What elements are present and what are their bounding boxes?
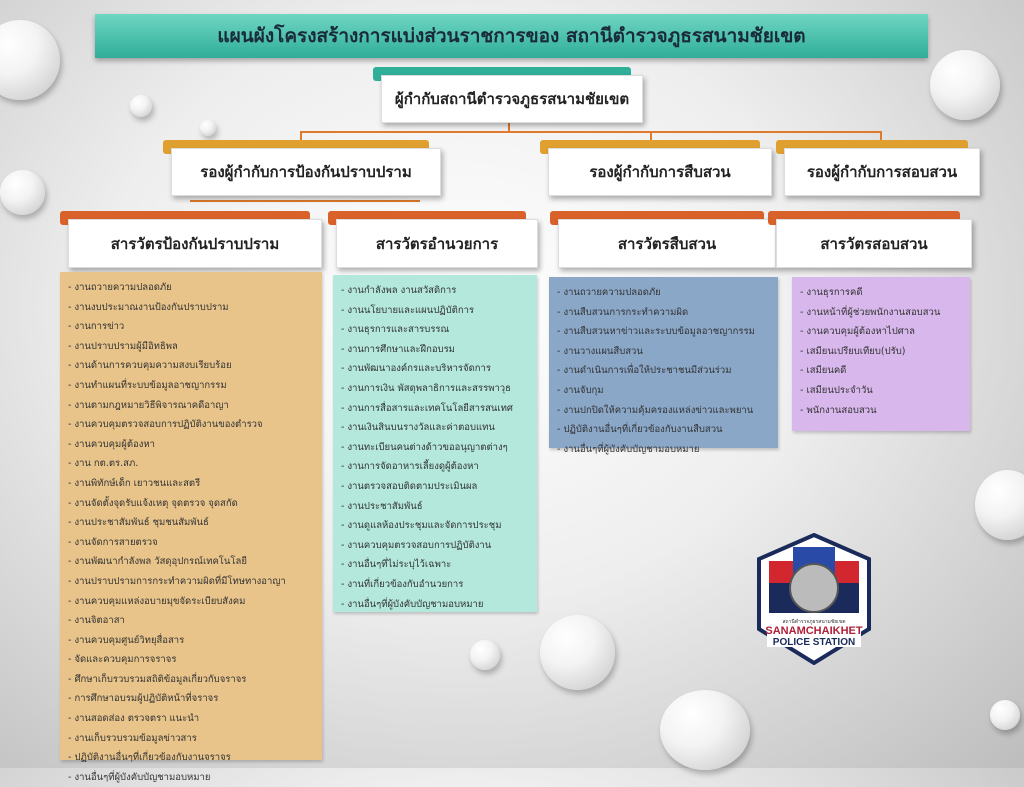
connector — [190, 200, 420, 202]
duty-item: - งานสืบสวนการกระทำความผิด — [557, 306, 689, 318]
inspector-node: สารวัตรอำนวยการ — [328, 211, 538, 268]
duty-item: - งานจัดตั้งจุดรับแจ้งเหตุ จุดตรวจ จุดสก… — [68, 497, 238, 509]
duty-item: - งานด้านการควบคุมความสงบเรียบร้อย — [68, 360, 232, 372]
duty-list-investigation: - งานถวายความปลอดภัย - งานสืบสวนการกระทำค… — [549, 277, 778, 455]
police-station-logo: สถานีตำรวจภูธรสนามชัยเขต SANAMCHAIKHET P… — [757, 533, 871, 665]
duty-item: - งานการเงิน พัสดุพลาธิการและสรรพาวุธ — [341, 382, 511, 394]
connector — [508, 122, 510, 132]
duty-item: - งานควบคุมผู้ต้องหา — [68, 438, 155, 450]
duty-item: - งานปราบปรามผู้มีอิทธิพล — [68, 340, 178, 352]
svg-text:SANAMCHAIKHET: SANAMCHAIKHET — [765, 625, 862, 637]
svg-text:สถานีตำรวจภูธรสนามชัยเขต: สถานีตำรวจภูธรสนามชัยเขต — [782, 618, 845, 625]
duty-item: - งานธุรการคดี — [800, 287, 863, 298]
duty-item: - งานอื่นๆที่ผู้บังคับบัญชามอบหมาย — [557, 443, 700, 455]
duty-item: - งานการข่าว — [68, 321, 125, 333]
duty-item: - งานควบคุมแหล่งอบายมุขจัดระเบียบสังคม — [68, 595, 246, 607]
duty-item: - งานวางแผนสืบสวน — [557, 345, 643, 357]
duty-item: - งานตามกฎหมายวิธีพิจารณาคดีอาญา — [68, 399, 229, 411]
duty-item: - จัดและควบคุมการจราจร — [68, 654, 177, 666]
connector — [300, 131, 302, 141]
duty-item: - งานปราบปรามการกระทำความผิดที่มีโทษทางอ… — [68, 575, 286, 587]
duty-item: - งานจิตอาสา — [68, 615, 125, 627]
duty-item: - งานเงินสินบนรางวัลและค่าตอบแทน — [341, 422, 495, 434]
duty-item: - งาน กต.ตร.สภ. — [68, 458, 139, 470]
chief-node: ผู้กำกับสถานีตำรวจภูธรสนามชัยเขต — [373, 67, 643, 123]
duty-item: - งานควบคุมตรวจสอบการปฏิบัติงานของตำรวจ — [68, 419, 263, 431]
duty-item: - งานควบคุมผู้ต้องหาไปศาล — [800, 326, 915, 338]
duty-item: - งานดำเนินการเพื่อให้ประชาชนมีส่วนร่วม — [557, 365, 732, 377]
deputy-node: รองผู้กำกับการป้องกันปราบปราม — [163, 140, 441, 196]
deputy-node: รองผู้กำกับการสืบสวน — [540, 140, 772, 196]
duty-item: - งานธุรการและสารบรรณ — [341, 324, 450, 336]
duty-item: - งานทำแผนที่ระบบข้อมูลอาชญากรรม — [68, 379, 227, 391]
connector — [880, 131, 882, 141]
duty-item: - งานควบคุมศูนย์วิทยุสื่อสาร — [68, 634, 185, 646]
deputy-node: รองผู้กำกับการสอบสวน — [776, 140, 980, 196]
duty-item: - งานการสื่อสารและเทคโนโลยีสารสนเทศ — [341, 402, 513, 414]
duty-item: - งานควบคุมตรวจสอบการปฏิบัติงาน — [341, 539, 492, 551]
duty-item: - งานอื่นๆที่ไม่ระบุไว้เฉพาะ — [341, 559, 452, 571]
duty-item: - งานอื่นๆที่ผู้บังคับบัญชามอบหมาย — [341, 598, 484, 610]
duty-item: - งานถวายความปลอดภัย — [68, 282, 172, 293]
duty-item: - งานหน้าที่ผู้ช่วยพนักงานสอบสวน — [800, 306, 941, 318]
duty-item: - งานถวายความปลอดภัย — [557, 287, 661, 298]
duty-item: - เสมียนประจำวัน — [800, 384, 873, 396]
page-title: แผนผังโครงสร้างการแบ่งส่วนราชการของ สถาน… — [95, 14, 928, 58]
svg-text:POLICE STATION: POLICE STATION — [773, 637, 855, 648]
duty-item: - งานทะเบียนคนต่างด้าวขออนุญาตต่างๆ — [341, 441, 508, 453]
duty-item: - การศึกษาอบรมผู้ปฏิบัติหน้าที่จราจร — [68, 693, 219, 705]
duty-item: - งานการจัดอาหารเลี้ยงดูผู้ต้องหา — [341, 461, 479, 473]
connector — [300, 131, 880, 133]
duty-item: - งานเก็บรวบรวมข้อมูลข่าวสาร — [68, 732, 197, 744]
duty-item: - ปฏิบัติงานอื่นๆที่เกี่ยวข้องกับงานจราจ… — [68, 752, 231, 764]
duty-list-admin: - งานกำลังพล งานสวัสดิการ - งานนโยบายและแ… — [333, 275, 537, 612]
duty-item: - งานที่เกี่ยวข้องกับอำนวยการ — [341, 578, 464, 590]
duty-item: - งานพัฒนาองค์กรและบริหารจัดการ — [341, 363, 491, 375]
inspector-node: สารวัตรสอบสวน — [768, 211, 972, 268]
duty-item: - งานกำลังพล งานสวัสดิการ — [341, 285, 457, 296]
duty-item: - งานประชาสัมพันธ์ ชุมชนสัมพันธ์ — [68, 517, 209, 529]
duty-item: - งานอื่นๆที่ผู้บังคับบัญชามอบหมาย — [68, 771, 211, 783]
duty-item: - เสมียนเปรียบเทียบ(ปรับ) — [800, 345, 906, 357]
duty-list-inquiry: - งานธุรการคดี - งานหน้าที่ผู้ช่วยพนักงาน… — [792, 277, 970, 431]
duty-item: - ปฏิบัติงานอื่นๆที่เกี่ยวข้องกับงานสืบส… — [557, 424, 723, 436]
duty-item: - งานงบประมาณงานป้องกันปราบปราม — [68, 301, 229, 313]
duty-item: - พนักงานสอบสวน — [800, 404, 877, 416]
duty-item: - งานพัฒนากำลังพล วัสดุอุปกรณ์เทคโนโลยี — [68, 556, 247, 568]
duty-item: - งานสืบสวนหาข่าวและระบบข้อมูลอาชญากรรม — [557, 326, 755, 338]
duty-item: - งานพิทักษ์เด็ก เยาวชนและสตรี — [68, 477, 201, 489]
inspector-node: สารวัตรป้องกันปราบปราม — [60, 211, 322, 268]
duty-item: - งานจับกุม — [557, 384, 604, 396]
connector — [650, 131, 652, 141]
duty-item: - งานดูแลห้องประชุมและจัดการประชุม — [341, 520, 502, 532]
duty-item: - งานสอดส่อง ตรวจตรา แนะนำ — [68, 713, 200, 725]
duty-item: - งานนโยบายและแผนปฏิบัติการ — [341, 304, 475, 316]
duty-item: - งานจัดการสายตรวจ — [68, 536, 158, 548]
inspector-node: สารวัตรสืบสวน — [550, 211, 776, 268]
duty-list-prevention: - งานถวายความปลอดภัย - งานงบประมาณงานป้อง… — [60, 272, 322, 783]
duty-item: - งานปกปิดให้ความคุ้มครองแหล่งข่าวและพยา… — [557, 404, 754, 416]
duty-item: - ศึกษาเก็บรวบรวมสถิติข้อมูลเกี่ยวกับจรา… — [68, 673, 247, 685]
duty-item: - เสมียนคดี — [800, 365, 847, 377]
duty-item: - งานประชาสัมพันธ์ — [341, 500, 423, 512]
duty-item: - งานการศึกษาและฝึกอบรม — [341, 343, 455, 355]
duty-item: - งานตรวจสอบติดตามประเมินผล — [341, 480, 478, 492]
